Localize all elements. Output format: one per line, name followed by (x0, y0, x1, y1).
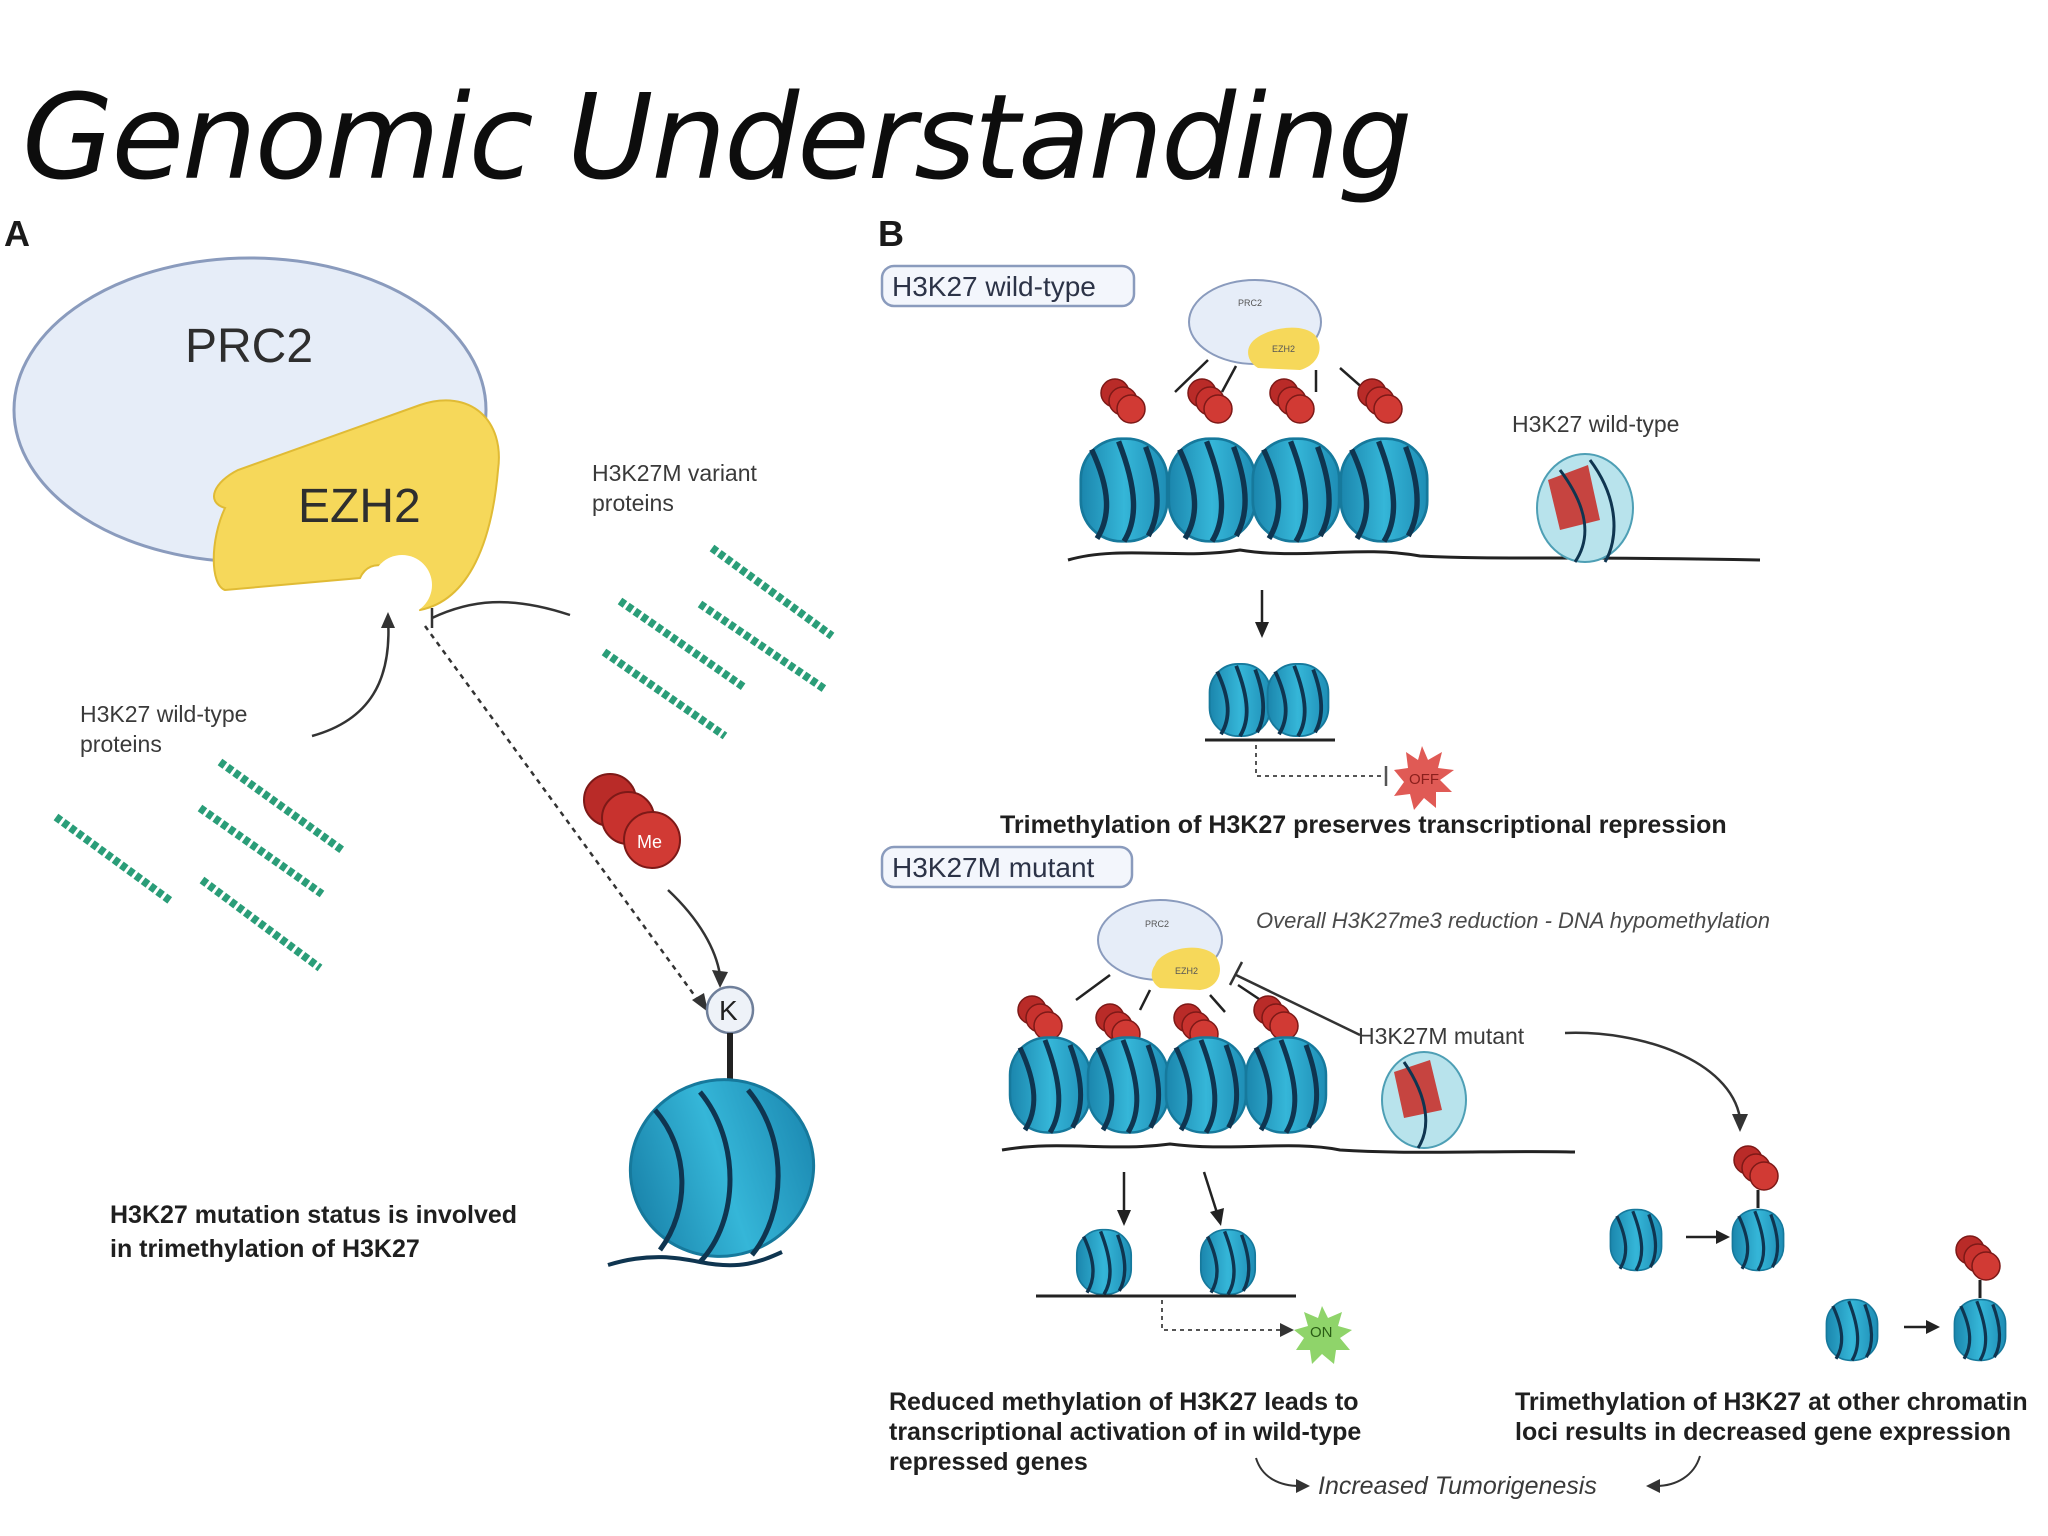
variant-label-line2: proteins (592, 490, 674, 516)
mut-tag-box (880, 845, 1134, 889)
right-pair-bottom (1824, 1235, 2008, 1363)
bottom-dna (1001, 1142, 1576, 1154)
on-connector (1161, 1300, 1284, 1331)
off-badge (1394, 746, 1454, 810)
wildtype-peptides (53, 758, 345, 972)
mut-tag: H3K27M mutant (892, 852, 1095, 883)
methyl-arrow (667, 889, 722, 976)
methyl-arrow-head (712, 970, 728, 988)
on-arrow-head (1280, 1323, 1294, 1337)
reduced-caption-line2: transcriptional activation of in wild-ty… (889, 1418, 1361, 1446)
off-label: OFF (1409, 771, 1439, 788)
methyl-group-a (583, 773, 681, 869)
tumor-arrow-left-head (1296, 1479, 1310, 1493)
on-label: ON (1310, 1324, 1333, 1341)
wt-tag-box (880, 264, 1136, 308)
wt-histone-label: H3K27 wild-type (1512, 411, 1679, 437)
right-pair-top (1608, 1145, 1786, 1273)
top-methyl-groups (1100, 378, 1403, 424)
large-nucleosome (607, 1078, 816, 1268)
tumor-label: Increased Tumorigenesis (1318, 1472, 1597, 1500)
small-ezh2-label-bottom: EZH2 (1175, 966, 1198, 976)
top-nucleosomes (1081, 439, 1427, 542)
top-wildtype-nucleosome (1536, 453, 1634, 563)
on-badge (1294, 1306, 1352, 1364)
small-prc2-label-top: PRC2 (1238, 298, 1262, 308)
wildtype-label-line1: H3K27 wild-type (80, 701, 247, 727)
off-connector (1255, 745, 1386, 777)
tumor-arrow-right-head (1646, 1479, 1660, 1493)
panel-a-letter: A (4, 213, 30, 254)
panel-b-letter: B (878, 213, 904, 254)
small-prc2-label-bottom: PRC2 (1145, 919, 1169, 929)
inhibition-bar (1228, 961, 1244, 986)
prc2-label: PRC2 (185, 320, 313, 373)
top-dna (1067, 548, 1761, 562)
variant-label-line1: H3K27M variant (592, 460, 758, 486)
small-ezh2-label-top: EZH2 (1272, 344, 1295, 354)
bottom-nucleosomes (1010, 1038, 1326, 1133)
inhibition-line (1235, 973, 1361, 1037)
tumor-arrow-left (1255, 1457, 1301, 1487)
curved-arrow-right-head (1732, 1114, 1748, 1132)
dotted-arrow-head (692, 993, 708, 1012)
ezh2-label: EZH2 (298, 480, 421, 533)
wildtype-label-line2: proteins (80, 731, 162, 757)
wildtype-arrow (311, 617, 390, 738)
down-arrow-left-2 (1202, 1171, 1220, 1217)
overall-note: Overall H3K27me3 reduction - DNA hypomet… (1256, 908, 1770, 933)
methyl-label-a: Me (637, 832, 662, 852)
reduced-caption-line3: repressed genes (889, 1448, 1088, 1476)
down-arrow-left-1-head (1117, 1210, 1131, 1226)
small-ezh2-top (1248, 327, 1320, 370)
down-arrow-left-2-head (1210, 1208, 1224, 1226)
small-ezh2-bottom (1151, 947, 1220, 990)
curved-arrow-right (1564, 1031, 1742, 1119)
panel-a-caption-line1: H3K27 mutation status is involved (110, 1201, 517, 1229)
trimeth-caption-line1: Trimethylation of H3K27 at other chromat… (1515, 1388, 2028, 1416)
tumor-arrow-right (1655, 1455, 1701, 1487)
wildtype-arrow-head (381, 612, 395, 628)
dotted-arrow (423, 625, 702, 1004)
reduced-caption-line1: Reduced methylation of H3K27 leads to (889, 1388, 1359, 1416)
variant-peptides (601, 544, 835, 740)
variant-arrow (431, 600, 571, 620)
down-arrow-top-head (1255, 622, 1269, 638)
wt-caption: Trimethylation of H3K27 preserves transc… (1000, 811, 1727, 839)
trimeth-caption-line2: loci results in decreased gene expressio… (1515, 1418, 2011, 1446)
mut-histone-label: H3K27M mutant (1358, 1023, 1525, 1049)
compact-nucleosomes (1205, 662, 1335, 742)
page-title: Genomic Understanding (22, 68, 1413, 206)
wt-tag: H3K27 wild-type (892, 271, 1096, 302)
ezh2-subunit (212, 399, 500, 612)
lysine-label: K (719, 995, 738, 1026)
panel-a-caption-line2: in trimethylation of H3K27 (110, 1235, 420, 1263)
bottom-mutant-nucleosome (1381, 1051, 1467, 1149)
open-nucleosomes (1036, 1227, 1296, 1298)
ezh2-binding-pocket (372, 555, 432, 615)
